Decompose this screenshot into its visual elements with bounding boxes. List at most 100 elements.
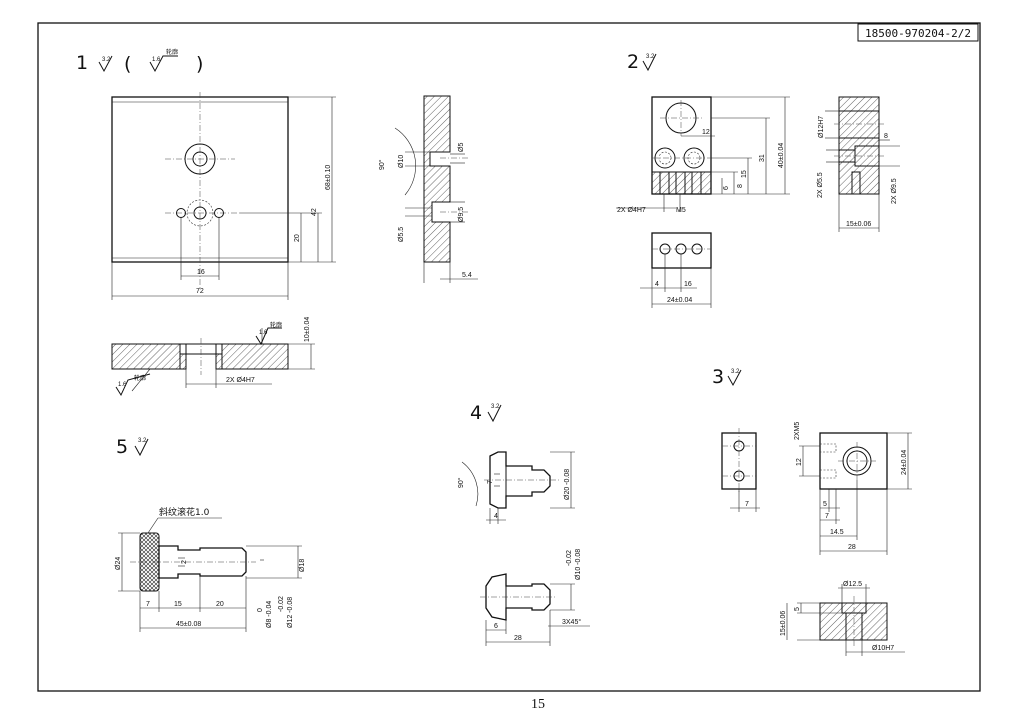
part-1-paren-close: ) [196, 53, 203, 75]
sheet-border [37, 22, 981, 692]
part-1-side-section [423, 95, 451, 263]
knurl-note: 斜纹滚花1.0 [159, 506, 210, 518]
svg-text:5.4: 5.4 [462, 272, 472, 279]
svg-text:3X45°: 3X45° [562, 618, 581, 626]
svg-text:10±0.04: 10±0.04 [304, 317, 311, 342]
svg-text:3.2: 3.2 [646, 54, 655, 60]
svg-text:68±0.10: 68±0.10 [325, 165, 332, 190]
svg-text:1.6: 1.6 [118, 382, 127, 388]
svg-text:2X Ø5.5: 2X Ø5.5 [817, 172, 824, 198]
title-box: 18500-970204-2/2 [857, 23, 979, 42]
svg-text:Ø5.5: Ø5.5 [398, 227, 405, 242]
svg-text:1.6: 1.6 [152, 57, 161, 63]
svg-text:Ø12H7: Ø12H7 [818, 116, 825, 138]
svg-text:6: 6 [494, 623, 498, 630]
svg-text:15±0.06: 15±0.06 [780, 611, 787, 636]
svg-text:2X Ø9.5: 2X Ø9.5 [891, 178, 898, 204]
svg-text:M5: M5 [676, 207, 686, 214]
svg-text:90°: 90° [457, 477, 465, 488]
part-2: 2 3.2 12 40±0.04 31 15 8 6 [616, 51, 900, 308]
svg-text:8: 8 [737, 184, 744, 188]
svg-text:-0.02: -0.02 [566, 550, 573, 566]
svg-text:Ø18: Ø18 [299, 559, 306, 572]
roughness-symbol-icon: 1.6 轮廓 [255, 321, 282, 346]
svg-text:-0.02: -0.02 [278, 596, 285, 612]
svg-text:Ø5: Ø5 [458, 143, 465, 152]
part-1-paren-open: ( [124, 53, 131, 75]
svg-text:20: 20 [216, 601, 224, 608]
svg-text:5: 5 [823, 501, 827, 508]
svg-text:72: 72 [196, 288, 204, 295]
svg-text:Ø12.5: Ø12.5 [843, 581, 862, 588]
svg-text:3.2: 3.2 [138, 438, 147, 444]
svg-text:31: 31 [759, 154, 766, 162]
svg-text:40±0.04: 40±0.04 [778, 143, 785, 168]
svg-text:2: 2 [181, 560, 188, 564]
roughness-symbol-icon: 1.6 轮廓 [149, 48, 178, 73]
svg-text:1.6: 1.6 [259, 330, 268, 336]
part-2-block-bottom [651, 232, 712, 269]
roughness-symbol-icon: 3.2 [134, 438, 149, 457]
drawing-number: 18500-970204-2/2 [865, 27, 971, 40]
svg-text:28: 28 [848, 544, 856, 551]
part-4-label: 4 [470, 402, 482, 424]
svg-text:4: 4 [494, 513, 498, 520]
svg-text:Ø12 -0.08: Ø12 -0.08 [287, 597, 294, 628]
svg-text:14.5: 14.5 [830, 529, 844, 536]
part-5-screw-body [158, 545, 247, 579]
svg-text:90°: 90° [378, 159, 386, 170]
svg-text:8: 8 [884, 133, 888, 140]
svg-text:12: 12 [796, 458, 803, 466]
svg-text:16: 16 [197, 269, 205, 276]
svg-text:45±0.08: 45±0.08 [176, 621, 201, 628]
part-5-label: 5 [116, 436, 128, 458]
svg-text:7: 7 [487, 480, 494, 484]
svg-text:2XM5: 2XM5 [794, 422, 801, 440]
svg-text:0: 0 [257, 608, 264, 612]
svg-text:15: 15 [174, 601, 182, 608]
roughness-symbol-icon: 1.6 轮廓 [115, 368, 151, 397]
part-3: 3 3.2 7 12 2XM5 24±0.04 5 [712, 366, 912, 656]
svg-text:Ø10: Ø10 [398, 155, 405, 168]
part-4-pin-bottom [485, 573, 551, 621]
svg-text:15: 15 [741, 170, 748, 178]
svg-text:5: 5 [794, 607, 801, 611]
roughness-symbol-icon: 3.2 [642, 53, 657, 72]
part-2-label: 2 [627, 51, 639, 73]
svg-text:16: 16 [684, 281, 692, 288]
part-4-pin-top [489, 451, 551, 509]
svg-text:2X Ø4H7: 2X Ø4H7 [617, 207, 646, 214]
svg-text:28: 28 [514, 635, 522, 642]
roughness-symbol-icon: 3.2 [727, 369, 742, 387]
part-1-bottom-section [111, 343, 181, 370]
svg-text:轮廓: 轮廓 [270, 321, 282, 329]
svg-text:6: 6 [723, 186, 730, 190]
svg-text:轮廓: 轮廓 [166, 48, 178, 56]
svg-text:42: 42 [311, 208, 318, 216]
svg-text:轮廓: 轮廓 [134, 374, 146, 382]
svg-text:3.2: 3.2 [102, 57, 111, 63]
roughness-symbol-icon: 3.2 [487, 404, 502, 423]
svg-text:3.2: 3.2 [731, 369, 740, 375]
roughness-symbol-icon: 3.2 [98, 55, 113, 73]
svg-text:Ø24: Ø24 [115, 557, 122, 570]
svg-text:Ø8 -0.04: Ø8 -0.04 [266, 601, 273, 628]
part-3-section [819, 602, 888, 641]
part-4: 4 3.2 90° 7 4 Ø20 -0.08 -0.02 Ø10 -0.08 … [457, 402, 590, 646]
part-3-label: 3 [712, 366, 724, 388]
svg-text:24±0.04: 24±0.04 [901, 450, 908, 475]
svg-text:24±0.04: 24±0.04 [667, 297, 692, 304]
svg-text:20: 20 [294, 234, 301, 242]
svg-text:7: 7 [825, 513, 829, 520]
svg-text:Ø20 -0.08: Ø20 -0.08 [564, 469, 571, 500]
part-5: 5 3.2 斜纹滚花1.0 2 Ø24 Ø18 0 Ø8 -0.04 -0.02… [115, 436, 306, 632]
svg-text:Ø10H7: Ø10H7 [872, 645, 894, 652]
svg-text:Ø9.5: Ø9.5 [458, 207, 465, 222]
svg-text:4: 4 [655, 281, 659, 288]
page-number: 15 [531, 697, 545, 712]
part-3-block-front [819, 432, 888, 490]
svg-text:7: 7 [745, 501, 749, 508]
part-1-label: 1 [76, 52, 88, 74]
svg-text:Ø10 -0.08: Ø10 -0.08 [575, 549, 582, 580]
